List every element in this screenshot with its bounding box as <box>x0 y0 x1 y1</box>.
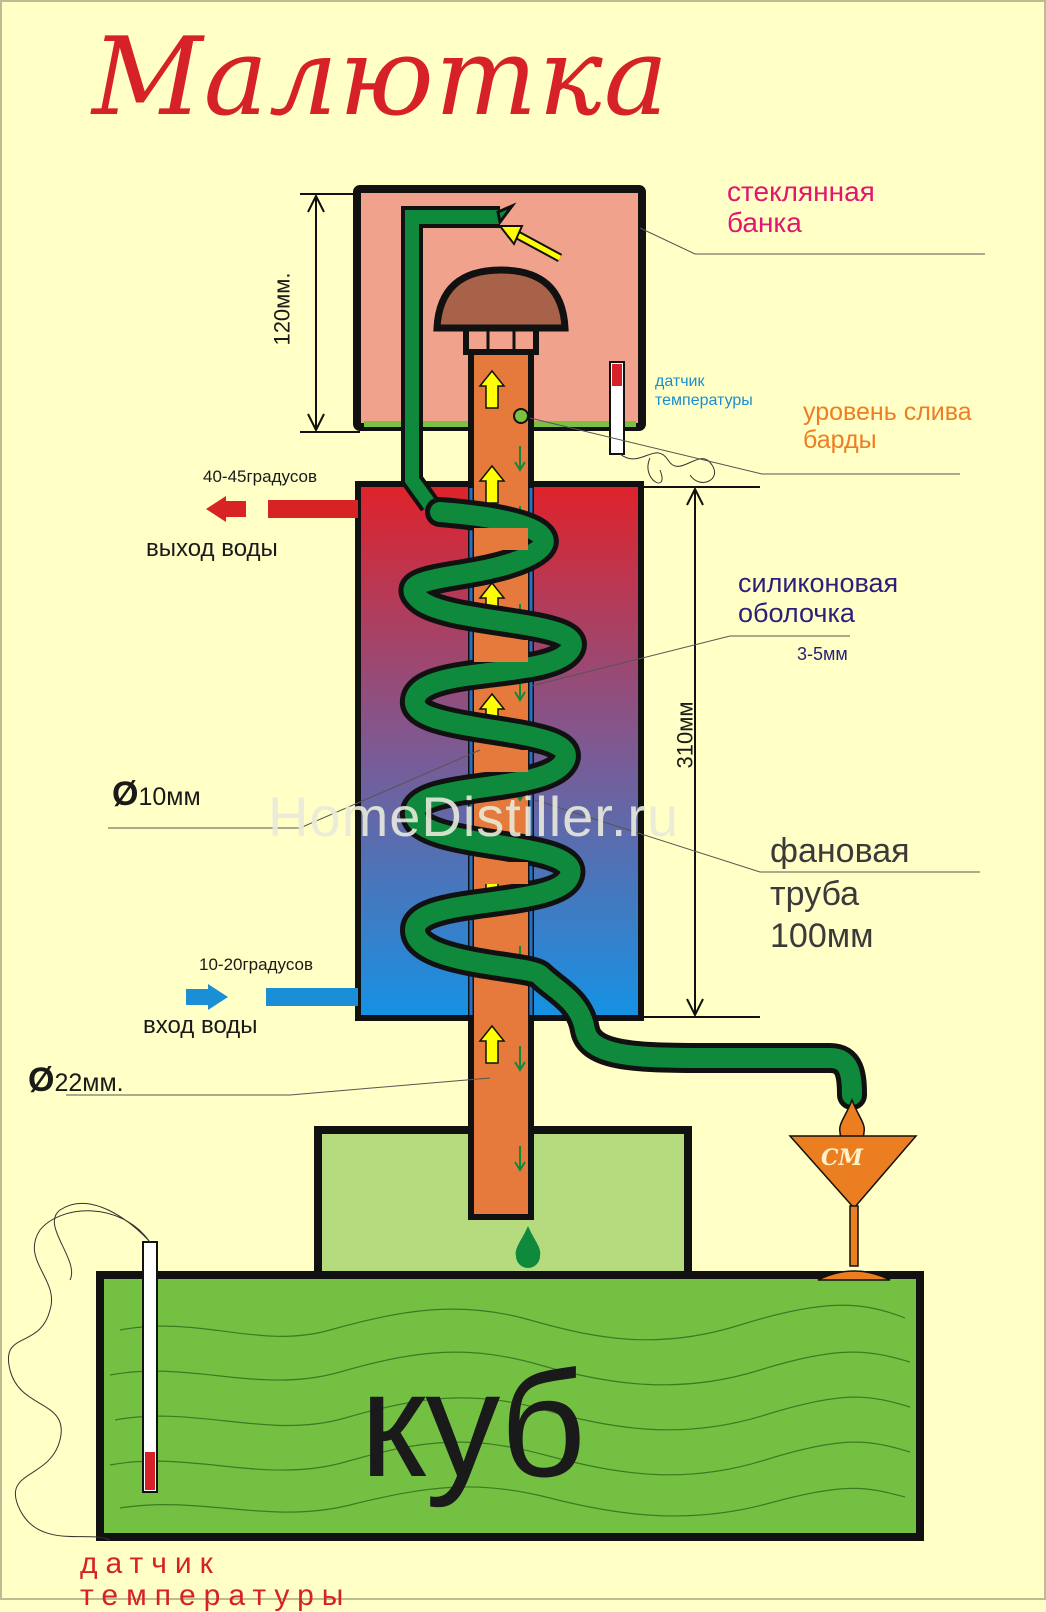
tube-front-segments <box>474 528 528 884</box>
silicone-size-label: 3-5мм <box>797 644 848 664</box>
collection-glass <box>788 1135 918 1281</box>
liquid-waves <box>109 1304 911 1517</box>
watermark: HomeDistiller.ru <box>268 785 680 848</box>
silicone-shell-label: силиконовая оболочка <box>738 568 899 629</box>
diameter-symbol: Ø <box>112 775 139 813</box>
water-out-arrows <box>206 496 358 522</box>
diameter-symbol: Ø <box>28 1061 55 1099</box>
thermometer-bottom <box>7 1203 158 1541</box>
water-in-arrows <box>186 984 358 1010</box>
jar-label: стеклянная банка <box>727 176 875 239</box>
cooler-height-label: 310мм <box>672 701 698 769</box>
glass-logo: СМ <box>821 1145 863 1171</box>
leader-lines <box>66 227 985 1096</box>
dimension-cooler <box>640 486 760 1018</box>
dimension-jar <box>300 193 360 433</box>
top-sensor-label: датчик температуры <box>655 373 753 410</box>
thermometer-top <box>609 361 715 484</box>
diagram-title: Малютка <box>92 15 670 140</box>
water-in-label: вход воды <box>143 1012 258 1039</box>
drain-level-ball <box>513 408 529 424</box>
outlet-temperature-label: 40-45градусов <box>203 467 317 486</box>
cube-label: куб <box>360 1340 586 1508</box>
tube-diameter-label: Ø22мм. <box>28 1061 124 1099</box>
coil-inlet-tip <box>496 202 517 226</box>
drip-tube <box>515 1226 541 1268</box>
jar-height-label: 120мм. <box>269 272 295 346</box>
coil-diameter-value: 10мм <box>138 783 201 811</box>
vapor-flow-arrow <box>497 225 563 262</box>
water-out-label: выход воды <box>146 535 278 562</box>
inlet-temperature-label: 10-20градусов <box>199 955 313 974</box>
cube-body <box>96 1271 924 1541</box>
tube-diameter-value: 22мм. <box>54 1069 124 1097</box>
cooling-coil <box>398 497 867 1110</box>
tube-cap <box>433 266 569 355</box>
fan-pipe-label: фановая труба 100мм <box>770 832 910 955</box>
coil-diameter-label: Ø10мм <box>112 775 201 813</box>
bottom-sensor-label: датчик температуры <box>80 1547 352 1612</box>
drain-level-label: уровень слива барды <box>803 398 972 454</box>
